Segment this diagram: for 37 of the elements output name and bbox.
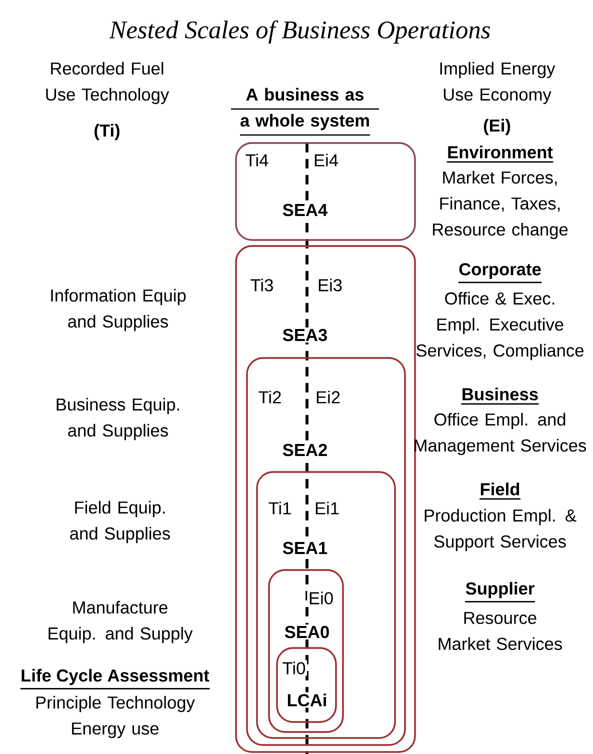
side-label: (Ei): [484, 118, 510, 136]
side-label: Production Empl. & Support Services: [424, 508, 576, 552]
scale-label: SEA1: [281, 540, 329, 556]
scale-label: SEA4: [281, 202, 329, 218]
variable-label: Ei2: [314, 389, 342, 405]
variable-label: Ei1: [313, 500, 341, 516]
variable-label: Ei3: [316, 277, 344, 293]
variable-label: Ti2: [256, 389, 284, 405]
side-label: Recorded Fuel Use Technology: [46, 62, 170, 104]
side-label: Office & Exec. Empl. Executive Services, Compliance: [416, 292, 584, 360]
section-heading: Field: [480, 482, 520, 500]
variable-label: Ti1: [266, 500, 294, 516]
variable-label: Ei4: [312, 152, 340, 168]
side-label: Business Equip. and Supplies: [56, 398, 180, 440]
side-label: Market Forces, Finance, Taxes, Resource change: [433, 170, 568, 240]
scale-label: SEA3: [281, 328, 329, 342]
side-label: Principle Technology Energy use: [36, 696, 195, 738]
scale-label: SEA2: [281, 442, 329, 458]
section-heading: Business: [461, 388, 539, 405]
variable-label: Ti3: [248, 277, 276, 293]
side-label: Field Equip. and Supplies: [70, 500, 170, 544]
side-label: (Ti): [94, 124, 120, 140]
section-heading: Environment: [446, 146, 554, 163]
variable-label: Ti4: [244, 152, 270, 168]
side-label: Information Equip and Supplies: [51, 288, 186, 332]
variable-label: Ei0: [307, 590, 335, 606]
section-heading: Life Cycle Assessment: [20, 668, 210, 690]
side-label: Manufacture Equip. and Supply: [48, 600, 193, 644]
title: Nested Scales of Business Operations: [109, 20, 490, 44]
side-label: Resource Market Services: [438, 612, 562, 650]
variable-label: Ti0: [280, 660, 308, 676]
scale-label: LCAi: [285, 692, 329, 708]
side-label: Implied Energy Use Economy: [440, 62, 556, 104]
section-heading: Supplier: [465, 582, 535, 602]
section-heading: A business as a whole system: [231, 88, 379, 136]
section-heading: Corporate: [458, 263, 542, 284]
scale-label: SEA0: [283, 624, 331, 640]
